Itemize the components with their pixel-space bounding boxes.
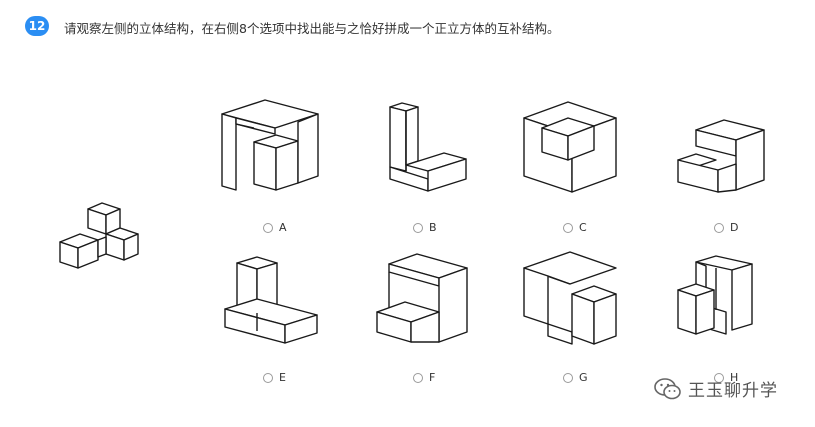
option-c-label: C [579, 221, 587, 234]
watermark-text: 王玉聊升学 [688, 381, 778, 401]
option-b[interactable]: B [413, 221, 437, 234]
option-g[interactable]: G [563, 371, 588, 384]
option-f-label: F [429, 371, 436, 384]
watermark: 王玉聊升学 [654, 376, 778, 401]
option-c[interactable]: C [563, 221, 587, 234]
option-e-radio[interactable] [263, 372, 273, 383]
option-b-label: B [429, 221, 437, 234]
question-number-badge: 12 [25, 16, 49, 36]
option-a-figure[interactable] [220, 98, 320, 193]
option-c-figure[interactable] [522, 100, 618, 194]
option-a-label: A [279, 221, 287, 234]
option-e-figure[interactable] [223, 255, 319, 345]
option-f-radio[interactable] [413, 372, 423, 383]
option-h[interactable]: H [714, 371, 738, 384]
option-g-label: G [579, 371, 588, 384]
option-f[interactable]: F [413, 371, 435, 384]
option-g-radio[interactable] [563, 372, 573, 383]
option-b-radio[interactable] [413, 222, 423, 233]
wechat-icon [654, 377, 681, 399]
option-f-figure[interactable] [375, 252, 469, 344]
option-a-radio[interactable] [263, 222, 273, 233]
option-h-figure[interactable] [676, 254, 760, 342]
option-h-radio[interactable] [714, 372, 724, 383]
question-prompt: 请观察左侧的立体结构，在右侧8个选项中找出能与之恰好拼成一个正立方体的互补结构。 [64, 21, 560, 36]
option-e-label: E [279, 371, 286, 384]
option-d-figure[interactable] [676, 118, 770, 194]
option-c-radio[interactable] [563, 222, 573, 233]
option-d[interactable]: D [714, 221, 738, 234]
option-a[interactable]: A [263, 221, 287, 234]
option-d-radio[interactable] [714, 222, 724, 233]
option-e[interactable]: E [263, 371, 286, 384]
given-structure-figure [59, 202, 139, 269]
option-d-label: D [730, 221, 739, 234]
option-h-label: H [730, 371, 739, 384]
option-g-figure[interactable] [522, 250, 618, 346]
option-b-figure[interactable] [388, 101, 470, 193]
